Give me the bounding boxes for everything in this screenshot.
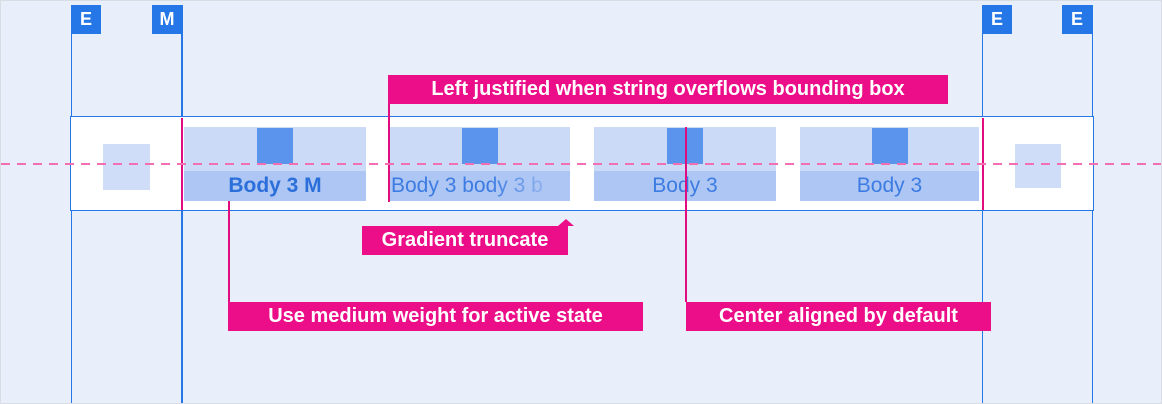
right-margin-placeholder-square [1015, 144, 1061, 188]
medium-weight-connector-line [228, 201, 230, 302]
tab-label: Body 3 [800, 171, 979, 201]
tab-icon-placeholder [257, 128, 293, 164]
annotation-center-aligned: Center aligned by default [686, 302, 991, 331]
annotation-medium-weight: Use medium weight for active state [228, 302, 643, 331]
tab-label-text: Body 3 body 3 b [391, 174, 543, 197]
margin-badge-inner-left: M [152, 5, 182, 34]
left-justified-connector-line [388, 104, 390, 202]
caret-up-icon [558, 219, 574, 226]
annotation-gradient-truncate-text: Gradient truncate [381, 229, 549, 251]
tab-icon-placeholder [871, 128, 908, 164]
tab-label-text: Body 3 M [228, 174, 322, 197]
annotation-gradient-truncate: Gradient truncate [362, 219, 574, 255]
annotation-left-justified: Left justified when string overflows bou… [388, 75, 948, 104]
tab-label: Body 3 M [184, 171, 366, 201]
left-margin-placeholder-square [103, 144, 150, 190]
tab-label-text: Body 3 [856, 174, 923, 197]
margin-badge-outer-right: E [1062, 5, 1092, 34]
margin-badge-outer-left: E [71, 5, 101, 34]
center-aligned-connector-line [685, 127, 687, 302]
tab-label: Body 3 body 3 b [389, 171, 570, 201]
tab-icon-placeholder [461, 128, 498, 164]
horizontal-center-dashed-guide [1, 162, 1161, 165]
tab-label-text: Body 3 [652, 174, 718, 197]
margin-badge-inner-right: E [982, 5, 1012, 34]
